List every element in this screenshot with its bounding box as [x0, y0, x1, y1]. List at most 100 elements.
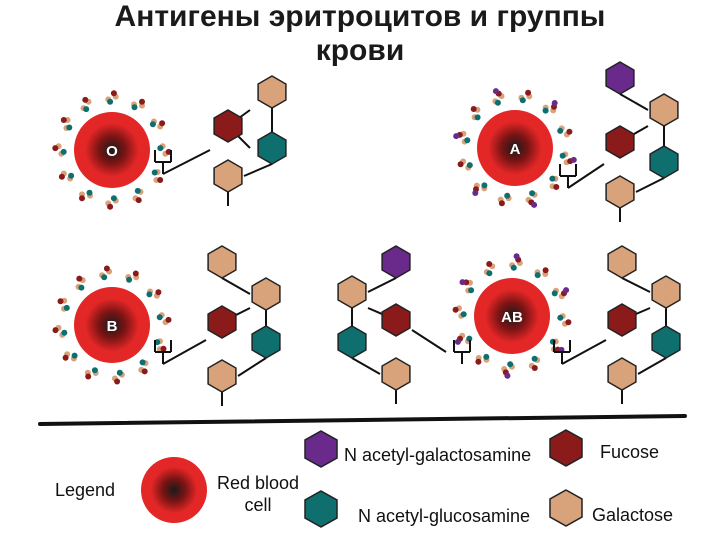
n-acetyl-glucosamine-dot — [510, 264, 517, 271]
diagram-title: Антигены эритроцитов и группы крови — [0, 0, 720, 68]
membrane-anchor — [553, 340, 571, 364]
fucose-dot — [52, 327, 59, 334]
antigen-cluster — [459, 279, 475, 294]
fucose-dot — [62, 354, 69, 361]
membrane-anchor — [453, 340, 471, 364]
n-acetyl-glucosamine-dot — [474, 114, 481, 121]
fucose-dot — [85, 373, 92, 380]
chain-link — [619, 93, 649, 111]
red-blood-cell-group-o: O — [52, 90, 172, 210]
legend-galactosamine-hexagon — [304, 430, 338, 468]
red-blood-cell-group-b: B — [52, 265, 172, 385]
galactose-hexagon — [337, 275, 367, 309]
legend: Legend Red blood cell N acetyl-galactosa… — [55, 429, 673, 528]
antigen-cluster — [60, 117, 73, 131]
antigen-chain-a — [567, 61, 679, 222]
fucose-dot — [60, 117, 67, 123]
n-acetyl-glucosamine-dot — [481, 182, 488, 189]
n-acetyl-glucosamine-dot — [464, 137, 471, 144]
fucose-hexagon — [213, 109, 243, 143]
antigen-cluster — [452, 305, 467, 319]
red-blood-cell — [474, 278, 550, 354]
n-acetyl-glucosamine-dot — [116, 369, 123, 376]
membrane-anchor — [559, 164, 577, 188]
antigen-chain-b — [162, 245, 281, 406]
n-acetyl-galactosamine-dot — [504, 372, 511, 379]
fucose-dot — [82, 96, 89, 103]
antigen-cluster — [52, 143, 67, 157]
chain-link — [621, 277, 651, 293]
n-acetyl-glucosamine-dot — [460, 311, 467, 318]
legend-fucose-hexagon — [549, 429, 583, 467]
antigen-cluster — [542, 100, 558, 114]
n-acetyl-glucosamine-dot — [483, 353, 490, 360]
n-acetyl-glucosamine-dot — [139, 359, 146, 366]
legend-galactose-label: Galactose — [592, 505, 673, 525]
fucose-dot — [139, 98, 145, 105]
chain-link — [561, 339, 607, 365]
n-acetyl-galactosamine-dot — [453, 133, 460, 140]
antigen-cluster — [75, 275, 86, 291]
n-acetyl-glucosamine-dot — [68, 172, 75, 179]
n-acetyl-glucosamine-dot — [83, 106, 90, 113]
antigen-cluster — [518, 89, 533, 104]
n-acetyl-glucosamine-dot — [534, 272, 541, 279]
n-acetyl-glucosamine-dot — [549, 175, 556, 182]
antigen-cluster — [528, 355, 541, 371]
n-acetyl-glucosamine-dot — [542, 107, 549, 114]
n-acetyl-glucosamine-hexagon — [651, 325, 681, 359]
n-acetyl-glucosamine-hexagon — [257, 131, 287, 165]
fucose-dot — [457, 161, 464, 168]
galactose-hexagon — [607, 357, 637, 391]
fucose-dot — [159, 120, 166, 127]
red-blood-cell-group-ab: AB — [452, 253, 572, 379]
fucose-dot — [110, 90, 117, 97]
membrane-anchor — [154, 150, 172, 174]
n-acetyl-glucosamine-dot — [486, 270, 493, 277]
fucose-dot — [566, 128, 573, 135]
n-acetyl-glucosamine-dot — [519, 97, 526, 104]
antigen-cluster — [492, 88, 505, 106]
legend-title: Legend — [55, 480, 115, 500]
chain-link — [411, 329, 447, 353]
n-acetyl-glucosamine-dot — [134, 187, 141, 194]
fucose-dot — [160, 345, 167, 352]
n-acetyl-glucosamine-dot — [494, 99, 501, 106]
legend-glucosamine-label: N acetyl-glucosamine — [358, 506, 530, 526]
antigen-cluster — [52, 324, 68, 338]
n-acetyl-glucosamine-hexagon — [649, 145, 679, 179]
antigen-chains-layer — [154, 61, 681, 406]
antigen-cluster — [79, 189, 93, 202]
fucose-dot — [141, 368, 148, 375]
n-acetyl-glucosamine-dot — [86, 189, 93, 196]
legend-galactose-hexagon — [549, 489, 583, 527]
n-acetyl-glucosamine-dot — [126, 276, 133, 283]
n-acetyl-glucosamine-dot — [91, 367, 98, 374]
fucose-dot — [565, 319, 572, 326]
n-acetyl-galactosamine-dot — [472, 190, 479, 196]
antigen-cluster — [470, 106, 481, 121]
antigen-cluster — [57, 297, 70, 312]
n-acetyl-glucosamine-dot — [78, 284, 85, 291]
antigen-cluster — [111, 369, 125, 385]
fucose-dot — [114, 378, 121, 385]
antigen-cluster — [457, 158, 473, 171]
galactose-hexagon — [251, 277, 281, 311]
fucose-dot — [135, 197, 142, 204]
galactose-hexagon — [257, 75, 287, 109]
antigen-cluster — [525, 190, 538, 208]
antigen-cluster — [138, 359, 149, 375]
n-acetyl-glucosamine-dot — [156, 314, 163, 321]
n-acetyl-galactosamine-dot — [570, 156, 577, 163]
galactose-hexagon — [607, 245, 637, 279]
antigen-cluster — [453, 130, 471, 145]
galactose-hexagon — [651, 275, 681, 309]
antigen-cluster — [62, 351, 78, 362]
chain-link — [367, 277, 397, 293]
n-acetyl-glucosamine-dot — [107, 98, 114, 105]
galactose-hexagon — [213, 159, 243, 193]
membrane-anchor — [154, 340, 172, 364]
n-acetyl-glucosamine-dot — [131, 104, 138, 111]
n-acetyl-galactosamine-dot — [551, 100, 558, 106]
galactose-hexagon — [605, 175, 635, 209]
